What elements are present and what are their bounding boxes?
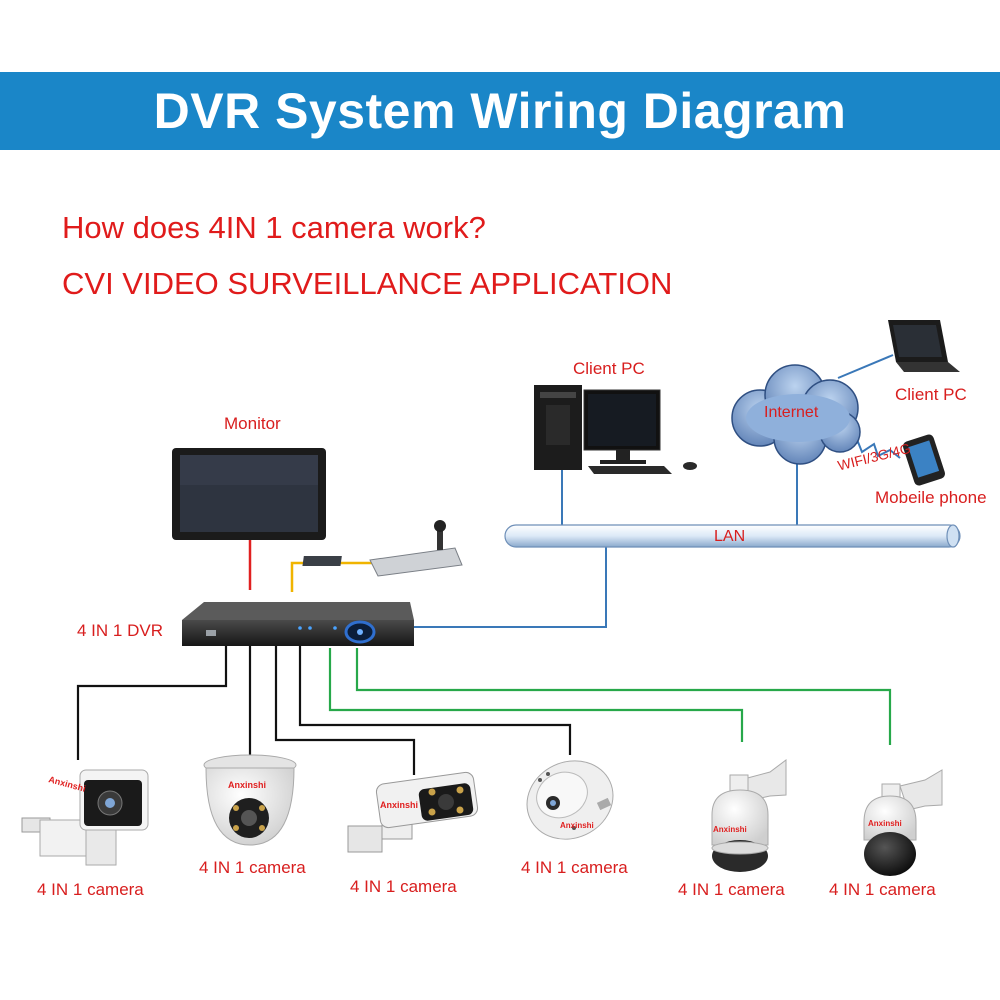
network-cable-laptop xyxy=(837,354,894,379)
speed-dome-white-icon: Anxinshi xyxy=(711,759,787,872)
subtitle-application: CVI VIDEO SURVEILLANCE APPLICATION xyxy=(62,266,673,301)
coax-cable-camera-1 xyxy=(76,646,228,760)
page-title: DVR System Wiring Diagram xyxy=(153,83,847,139)
mobile-phone-label: Mobeile phone xyxy=(875,488,987,507)
dvr-icon xyxy=(182,602,414,646)
lan-pipe xyxy=(504,524,961,548)
camera-label: 4 IN 1 camera xyxy=(678,880,785,899)
camera-label: 4 IN 1 camera xyxy=(521,858,628,877)
cables xyxy=(76,354,901,775)
svg-text:Anxinshi: Anxinshi xyxy=(560,821,594,830)
camera-label: 4 IN 1 camera xyxy=(829,880,936,899)
speed-dome-black-icon: Anxinshi xyxy=(863,769,943,876)
ptz-keyboard-icon xyxy=(302,520,463,577)
monitor-label: Monitor xyxy=(224,414,281,433)
svg-text:Anxinshi: Anxinshi xyxy=(228,780,266,790)
subtitle-question: How does 4IN 1 camera work? xyxy=(62,210,486,245)
rs485-cable xyxy=(290,561,372,592)
fisheye-camera-icon: Anxinshi xyxy=(526,760,614,840)
svg-text:Anxinshi: Anxinshi xyxy=(380,800,418,810)
mobile-phone-icon xyxy=(902,434,946,486)
ptz-bullet-camera-icon: Anxinshi xyxy=(21,769,149,866)
network-cable-dvr xyxy=(414,546,607,628)
camera-label: 4 IN 1 camera xyxy=(350,877,457,896)
client-pc-laptop-label: Client PC xyxy=(895,385,967,404)
internet-cloud-icon xyxy=(731,364,861,465)
coax-cable-camera-3 xyxy=(274,646,416,775)
client-pc-desktop-label: Client PC xyxy=(573,359,645,378)
internet-label: Internet xyxy=(764,404,819,421)
bullet-camera-icon: Anxinshi xyxy=(347,771,479,853)
camera-label: 4 IN 1 camera xyxy=(199,858,306,877)
camera-label: 4 IN 1 camera xyxy=(37,880,144,899)
desktop-pc-icon xyxy=(534,385,697,474)
coax-cable-camera-5 xyxy=(328,648,744,742)
coax-cable-camera-4 xyxy=(298,646,572,755)
laptop-icon xyxy=(888,320,960,372)
lan-label: LAN xyxy=(714,528,746,545)
svg-text:Anxinshi: Anxinshi xyxy=(713,825,747,834)
dome-camera-icon: Anxinshi xyxy=(203,754,297,846)
svg-text:Anxinshi: Anxinshi xyxy=(868,819,902,828)
coax-cable-camera-6 xyxy=(355,648,892,745)
title-banner: DVR System Wiring Diagram xyxy=(0,72,1000,150)
dvr-label: 4 IN 1 DVR xyxy=(77,621,163,640)
monitor-icon xyxy=(172,448,326,540)
